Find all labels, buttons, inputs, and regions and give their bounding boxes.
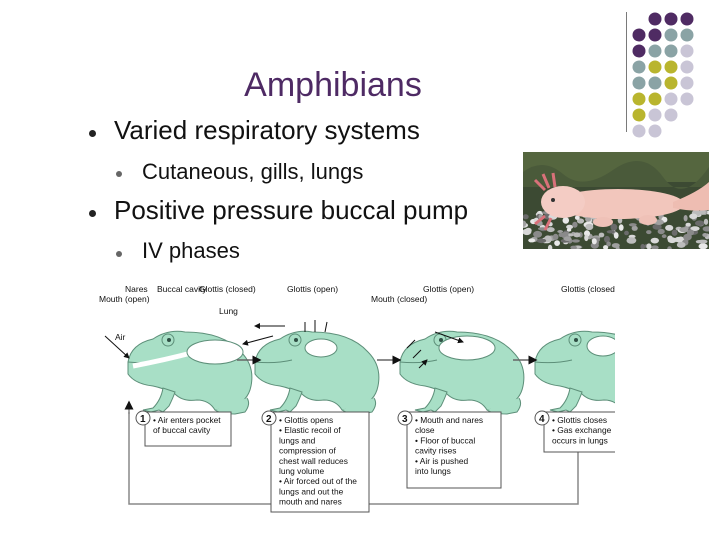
- decorative-dot: [664, 76, 678, 90]
- step-text-line: chest wall reduces: [279, 456, 348, 466]
- decorative-dot: [632, 108, 646, 122]
- label-glottis-closed-1: Glottis (closed): [199, 284, 256, 294]
- step-number: 1: [140, 414, 146, 425]
- step-text-line: • Mouth and nares: [415, 415, 483, 425]
- decorative-dot: [632, 76, 646, 90]
- step-text-line: close: [415, 425, 435, 435]
- sub-bullet-marker: [116, 171, 122, 177]
- step-number: 3: [402, 414, 408, 425]
- decorative-dot: [664, 44, 678, 58]
- decorative-dot: [648, 60, 662, 74]
- decorative-dot: [680, 60, 694, 74]
- step-text-line: cavity rises: [415, 446, 456, 456]
- decorative-dot: [664, 108, 678, 122]
- step-box-4: 4 • Glottis closes• Gas exchange occurs i…: [534, 410, 615, 453]
- label-glottis-open-3: Glottis (open): [423, 284, 474, 294]
- step-text-line: • Air enters pocket: [153, 415, 221, 425]
- decorative-dot: [664, 92, 678, 106]
- step-text-line: into lungs: [415, 466, 451, 476]
- decorative-dot: [680, 76, 694, 90]
- decorative-dot: [648, 28, 662, 42]
- frog-stage-2: [242, 320, 380, 415]
- decorative-dot: [648, 44, 662, 58]
- decorative-dot: [680, 44, 694, 58]
- step-text-line: • Elastic recoil of: [279, 425, 341, 435]
- step-text-line: • Floor of buccal: [415, 435, 475, 445]
- label-mouth-open: Mouth (open): [99, 294, 150, 304]
- decorative-dot: [648, 108, 662, 122]
- decorative-divider: [626, 12, 627, 132]
- step-text-line: of buccal cavity: [153, 425, 211, 435]
- step-text-line: • Gas exchange: [552, 425, 612, 435]
- decorative-dot: [632, 124, 646, 138]
- step-text-line: mouth and nares: [279, 497, 342, 507]
- bullet-2-sub-1: IV phases: [142, 238, 240, 263]
- decorative-dot: [648, 124, 662, 138]
- decorative-dot: [632, 60, 646, 74]
- frog-stage-4: [534, 330, 615, 415]
- decorative-dot: [680, 92, 694, 106]
- bullet-marker: [89, 130, 96, 137]
- step-box-2: 2 • Glottis opens• Elastic recoil of lung…: [261, 410, 370, 513]
- bullet-2-text: Positive pressure buccal pump: [114, 195, 469, 225]
- step-text-line: • Glottis opens: [279, 415, 333, 425]
- step-text-line: occurs in lungs: [552, 435, 608, 445]
- sub-bullet-marker: [116, 251, 122, 257]
- decorative-dot: [632, 92, 646, 106]
- step-number: 2: [266, 414, 272, 425]
- bullet-marker: [89, 210, 96, 217]
- label-buccal-cavity: Buccal cavity: [157, 284, 207, 294]
- frog-stage-1: [104, 330, 253, 415]
- step-text-line: lungs and: [279, 435, 316, 445]
- step-number: 4: [539, 414, 545, 425]
- label-mouth-closed: Mouth (closed): [371, 294, 427, 304]
- label-nares: Nares: [125, 284, 148, 294]
- step-text-line: • Air forced out of the: [279, 476, 357, 486]
- step-box-3: 3 • Mouth and nares close• Floor of bucca…: [397, 410, 502, 489]
- decorative-dot: [632, 28, 646, 42]
- label-air: Air: [115, 332, 126, 342]
- label-lung: Lung: [219, 306, 238, 316]
- step-text-line: lungs and out the: [279, 486, 344, 496]
- buccal-pump-diagram: Nares Buccal cavity Mouth (open) Lung Ai…: [99, 284, 615, 513]
- decorative-dot: [680, 28, 694, 42]
- step-box-1: 1 • Air enters pocket of buccal cavity: [135, 410, 232, 447]
- decorative-dot: [664, 12, 678, 26]
- step-text-line: • Glottis closes: [552, 415, 607, 425]
- step-text-line: compression of: [279, 446, 336, 456]
- bullet-1-text: Varied respiratory systems: [114, 115, 420, 145]
- axolotl-photo: [523, 152, 709, 249]
- decorative-dot: [664, 60, 678, 74]
- slide-title: Amphibians: [244, 66, 422, 104]
- label-glottis-closed-4: Glottis (closed): [561, 284, 615, 294]
- label-glottis-open-2: Glottis (open): [287, 284, 338, 294]
- decorative-dot: [632, 44, 646, 58]
- frog-stage-3: [399, 330, 525, 415]
- decorative-dot: [680, 12, 694, 26]
- decorative-dot: [648, 76, 662, 90]
- decorative-dot: [664, 28, 678, 42]
- step-text-line: lung volume: [279, 466, 325, 476]
- bullet-1-sub-1: Cutaneous, gills, lungs: [142, 159, 364, 184]
- decorative-dot: [648, 12, 662, 26]
- decorative-dot-grid: [632, 12, 694, 138]
- step-text-line: • Air is pushed: [415, 456, 469, 466]
- decorative-dot: [648, 92, 662, 106]
